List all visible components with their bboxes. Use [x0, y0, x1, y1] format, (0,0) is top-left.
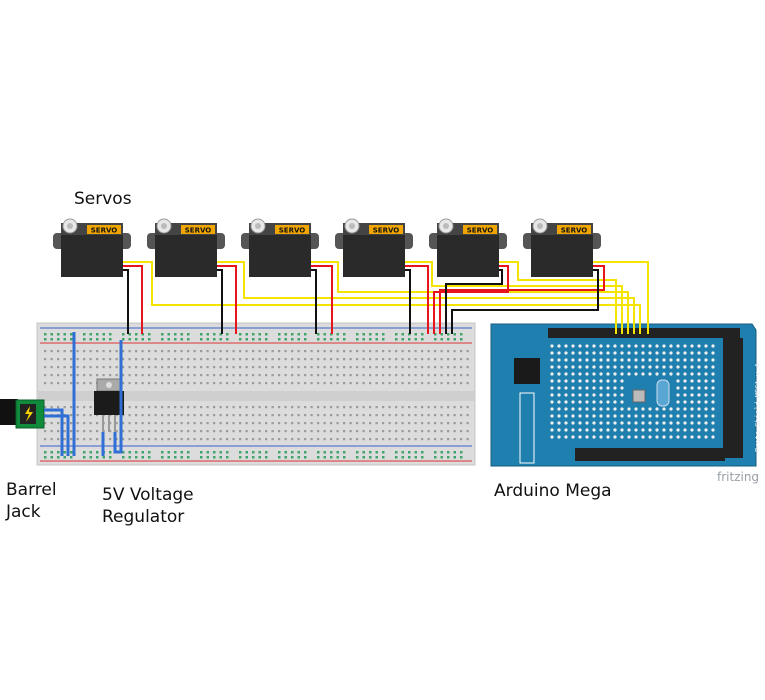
- power-icon: [25, 406, 33, 422]
- signal-wires: [122, 261, 649, 334]
- servo-label: SERVO: [185, 227, 212, 235]
- arduino-mega-board: Proto Shield MEGA v.4: [490, 323, 762, 467]
- servo-label: SERVO: [91, 227, 118, 235]
- servo-motor: SERVO: [523, 218, 601, 277]
- breadboard: [36, 322, 476, 466]
- voltage-regulator: [94, 378, 124, 432]
- servos-label: Servos: [74, 189, 132, 209]
- power-wires: [44, 332, 123, 456]
- servo-power-wires: [122, 265, 605, 334]
- voltage-regulator-label: 5V Voltage Regulator: [102, 485, 194, 527]
- servo-motor: SERVO: [429, 218, 507, 277]
- barrel-jack-label: Barrel Jack: [6, 480, 57, 522]
- fritzing-watermark: fritzing: [717, 470, 760, 484]
- servo-motor: SERVO: [53, 218, 131, 277]
- servo-label: SERVO: [467, 227, 494, 235]
- servo-label: SERVO: [373, 227, 400, 235]
- servo-motor: SERVO: [241, 218, 319, 277]
- servo-motor: SERVO: [335, 218, 413, 277]
- servo-label: SERVO: [279, 227, 306, 235]
- microcontroller-chip: [514, 358, 540, 384]
- servo-motor: SERVO: [147, 218, 225, 277]
- servo-label: SERVO: [561, 227, 588, 235]
- arduino-mega-label: Arduino Mega: [494, 481, 612, 501]
- servo-group: SERVO SERVO SERVO SERVO SERVO SERVO: [53, 218, 601, 277]
- reset-button: [632, 389, 646, 403]
- svg-text:Proto Shield MEGA v.4: Proto Shield MEGA v.4: [754, 363, 762, 452]
- barrel-jack: [0, 399, 45, 429]
- servo-ground-wires: [122, 269, 599, 334]
